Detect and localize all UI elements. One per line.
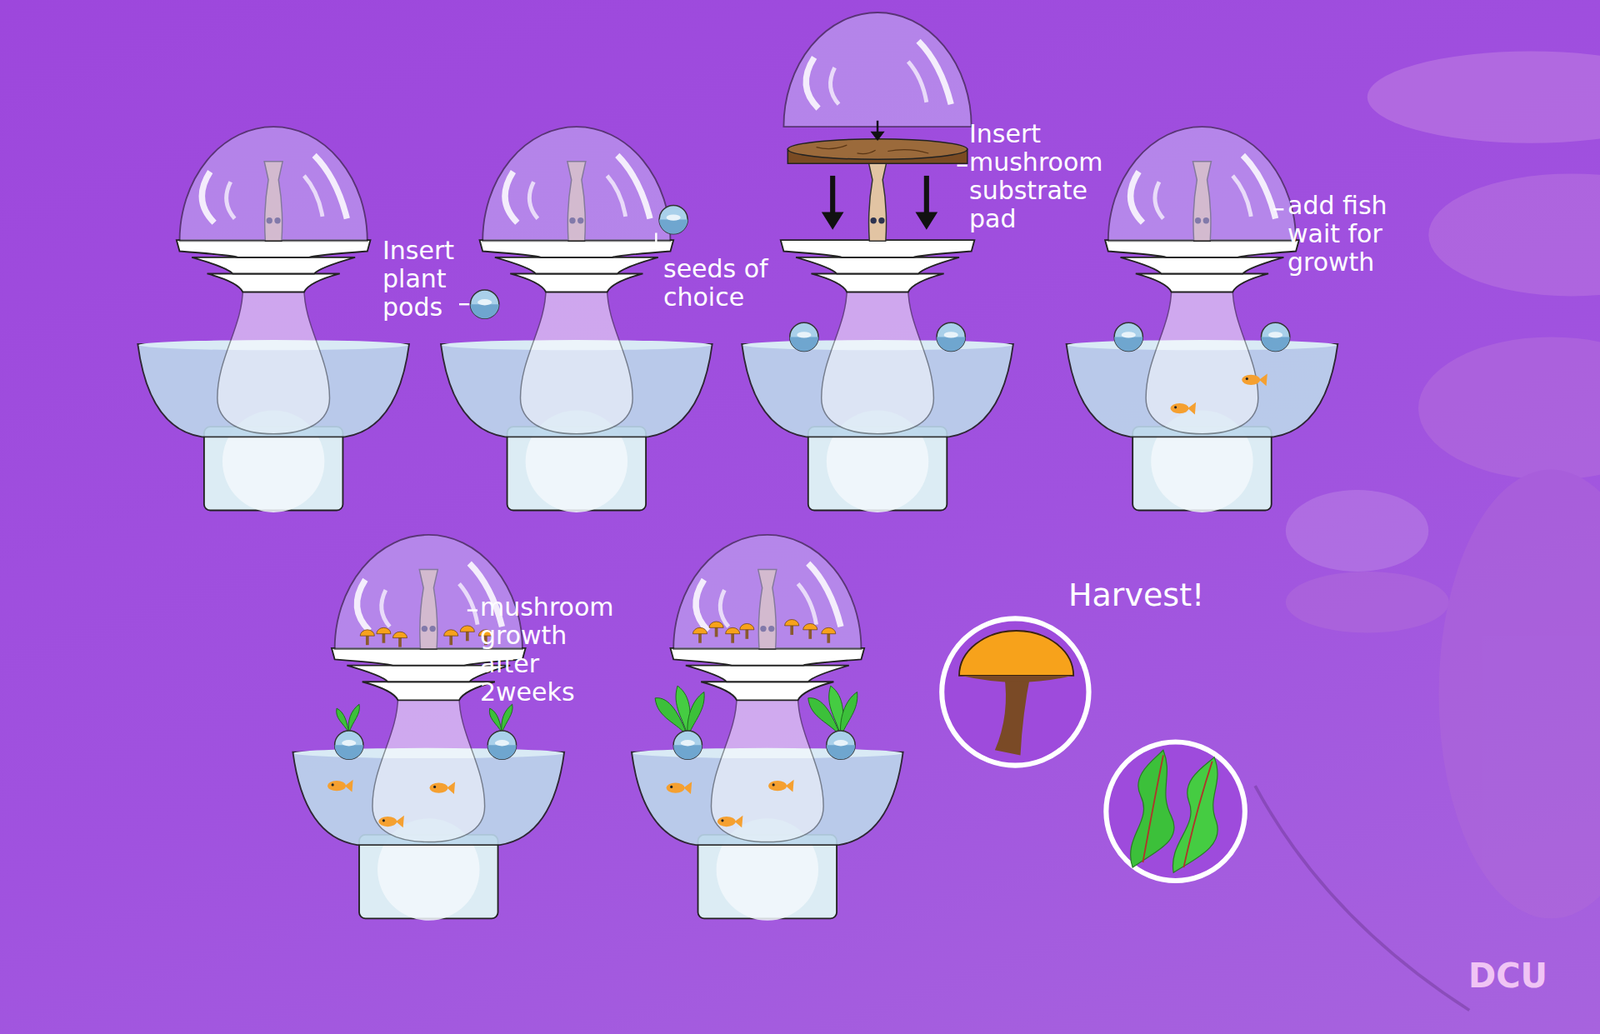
arrows — [822, 120, 937, 230]
watermark-logo: DCU — [1468, 956, 1577, 995]
step-label: Insert mushroom substrate pad — [969, 120, 1136, 234]
harvest-mushroom — [941, 618, 1089, 765]
unit-2 — [440, 126, 713, 513]
step-label: add fish wait for growth — [1287, 191, 1430, 277]
harvest-heading: Harvest! — [1068, 576, 1235, 614]
step-label: seeds of choice — [663, 255, 805, 312]
step-label: Insert plant pods — [382, 236, 491, 322]
unit-6 — [631, 535, 904, 921]
unit-1 — [137, 126, 410, 513]
step-label: mushroom growth after 2weeks — [480, 593, 630, 707]
leader-lines — [459, 165, 1284, 611]
background-shapes — [1255, 51, 1600, 1011]
substrate-pad — [787, 139, 968, 164]
unit-4 — [1066, 126, 1339, 513]
detached-dome — [783, 12, 971, 127]
harvest-greens — [1105, 742, 1245, 882]
